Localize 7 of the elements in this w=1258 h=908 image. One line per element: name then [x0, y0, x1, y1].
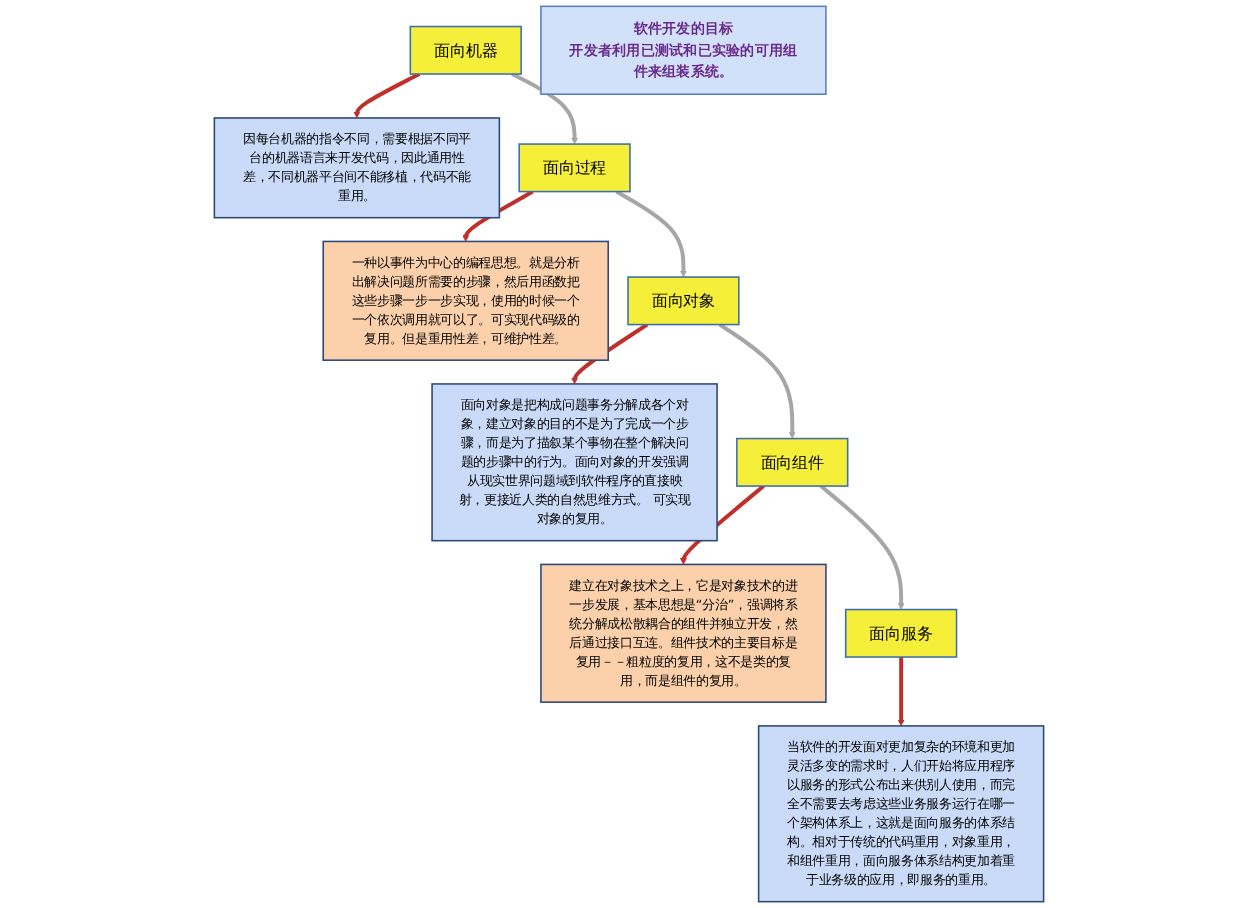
arrow: [511, 72, 579, 145]
arrow: [462, 189, 534, 242]
arrow: [718, 322, 796, 439]
arrow: [353, 72, 421, 119]
arrow: [897, 657, 905, 727]
arrow: [615, 189, 687, 278]
arrow: [819, 484, 905, 610]
